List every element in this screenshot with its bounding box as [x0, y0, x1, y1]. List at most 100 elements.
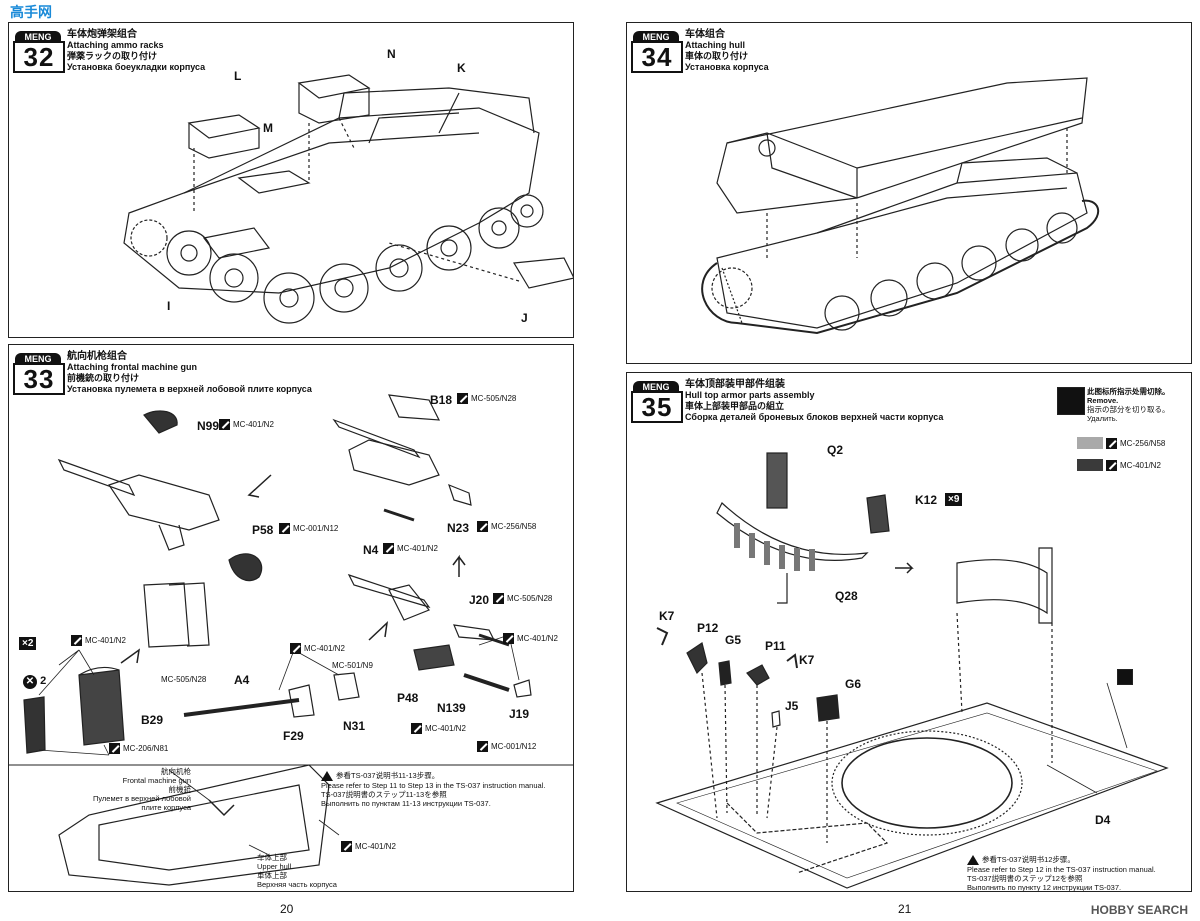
title-ja: 車体上部装甲部品の組立: [685, 401, 785, 411]
part-J19: J19: [509, 707, 530, 721]
title-en: Attaching hull: [685, 40, 745, 50]
step-33-badge: MENG 33: [13, 349, 65, 395]
ammo-rack-illustration: [123, 74, 573, 324]
title-zh: 车体炮弹架组合: [67, 29, 137, 40]
step-35-panel: MENG 35 车体顶部装甲部件组装 Hull top armor parts …: [626, 372, 1192, 892]
paint-icon: [383, 543, 394, 554]
paint-chip: MC-401/N2: [219, 419, 274, 430]
paint-chip: MC-401/N2: [290, 643, 345, 654]
part-P12: P12: [697, 621, 719, 635]
title-zh: 航向机枪组合: [67, 351, 127, 362]
part-D4: D4: [1095, 813, 1111, 827]
paint-icon: [279, 523, 290, 534]
title-ja: 弾薬ラックの取り付け: [67, 51, 158, 61]
step-32-badge: MENG 32: [13, 27, 65, 73]
paint-chip: MC-401/N2: [411, 723, 466, 734]
paint-icon: [1106, 437, 1117, 449]
step-32-titles: 车体炮弹架组合 Attaching ammo racks 弾薬ラックの取り付け …: [67, 29, 205, 73]
step-34-panel: MENG 34 车体组合 Attaching hull 車体の取り付け Уста…: [626, 22, 1192, 364]
hull-illustration: [701, 77, 1100, 335]
part-K7-right: K7: [799, 653, 815, 667]
part-B29: B29: [141, 713, 164, 727]
hobby-search-logo: HOBBY SEARCH: [1090, 903, 1188, 917]
page-number-left: 20: [280, 902, 294, 916]
part-label-J: J: [521, 311, 528, 325]
part-N4: N4: [363, 543, 379, 557]
title-ru: Сборка деталей броневых блоков верхней ч…: [685, 412, 944, 422]
paint-icon: [411, 723, 422, 734]
part-label-K: K: [457, 61, 466, 75]
title-zh: 车体顶部装甲部件组装: [685, 379, 785, 390]
part-label-I: I: [167, 299, 171, 313]
title-ru: Установка корпуса: [685, 62, 769, 72]
paint-icon: [477, 741, 488, 752]
site-logo: 高手网: [10, 4, 52, 20]
part-G6: G6: [845, 677, 862, 691]
warning-icon: [321, 771, 333, 782]
quantity-badge: ×9: [945, 493, 963, 506]
cut-icon: ✕: [23, 675, 37, 689]
paint-chip: MC-505/N28: [493, 593, 552, 604]
paint-icon: [493, 593, 504, 604]
step-33-titles: 航向机枪组合 Attaching frontal machine gun 前機銃…: [67, 351, 312, 395]
part-P48: P48: [397, 691, 419, 705]
part-K7-left: K7: [659, 609, 675, 623]
paint-chip: MC-401/N2: [341, 841, 396, 852]
part-J5: J5: [785, 699, 799, 713]
armor-parts-illustration: [655, 452, 1169, 889]
paint-chip: MC-401/N2: [71, 635, 126, 646]
step-number: 33: [13, 363, 65, 395]
title-en: Attaching frontal machine gun: [67, 362, 198, 372]
step-number: 35: [631, 391, 683, 423]
paint-chip: MC-001/N12: [279, 523, 338, 534]
warning-icon: [967, 855, 979, 866]
step-number: 34: [631, 41, 683, 73]
part-G5: G5: [725, 633, 742, 647]
meng-logo: MENG: [633, 31, 679, 43]
part-N99: N99: [197, 419, 220, 433]
part-label-L: L: [234, 69, 242, 83]
paint-icon: [503, 633, 514, 644]
part-Q2: Q2: [827, 443, 844, 457]
paint-chip: MC-505/N28: [161, 675, 207, 684]
reference-note: 参看TS-037说明书11-13步骤。 Please refer to Step…: [321, 771, 546, 809]
step-34-titles: 车体组合 Attaching hull 車体の取り付け Установка ко…: [685, 29, 769, 73]
part-Q28: Q28: [835, 589, 858, 603]
cut-badge: ✕ 2: [23, 675, 46, 689]
swatch-dark-gray: [1077, 459, 1103, 471]
title-en: Hull top armor parts assembly: [685, 390, 815, 400]
legend-swatch-dark: MC-401/N2: [1077, 459, 1161, 471]
step-34-badge: MENG 34: [631, 27, 683, 73]
paint-icon: [477, 521, 488, 532]
title-ru: Установка пулемета в верхней лобовой пли…: [67, 384, 312, 394]
paint-chip: MC-505/N28: [457, 393, 516, 404]
paint-icon: [341, 841, 352, 852]
paint-chip: MC-501/N9: [332, 661, 373, 670]
part-N139: N139: [437, 701, 466, 715]
remove-icon: [1117, 669, 1133, 685]
paint-icon: [219, 419, 230, 430]
paint-chip: MC-401/N2: [503, 633, 558, 644]
title-zh: 车体组合: [685, 29, 725, 40]
title-en: Attaching ammo racks: [67, 40, 164, 50]
step-35-titles: 车体顶部装甲部件组装 Hull top armor parts assembly…: [685, 379, 943, 423]
part-label-N: N: [387, 47, 396, 61]
title-ru: Установка боеукладки корпуса: [67, 62, 206, 72]
meng-logo: MENG: [15, 31, 61, 43]
part-label-M: M: [263, 121, 273, 135]
paint-chip: MC-206/N81: [109, 743, 168, 754]
title-ja: 車体の取り付け: [685, 51, 749, 61]
paint-icon: [290, 643, 301, 654]
title-ja: 前機銃の取り付け: [67, 373, 140, 383]
paint-chip: MC-256/N58: [477, 521, 536, 532]
paint-icon: [1106, 459, 1117, 471]
part-J20: J20: [469, 593, 490, 607]
paint-icon: [71, 635, 82, 646]
step-35-badge: MENG 35: [631, 377, 683, 423]
legend-swatch-light: MC-256/N58: [1077, 437, 1165, 449]
upper-hull-label: 车体上部 Upper hull 車体上部 Верхняя часть корпу…: [257, 853, 337, 889]
part-N31: N31: [343, 719, 366, 733]
step-33-panel: MENG 33 航向机枪组合 Attaching frontal machine…: [8, 344, 574, 892]
machine-gun-illustration: [9, 394, 573, 886]
step-number: 32: [13, 41, 65, 73]
